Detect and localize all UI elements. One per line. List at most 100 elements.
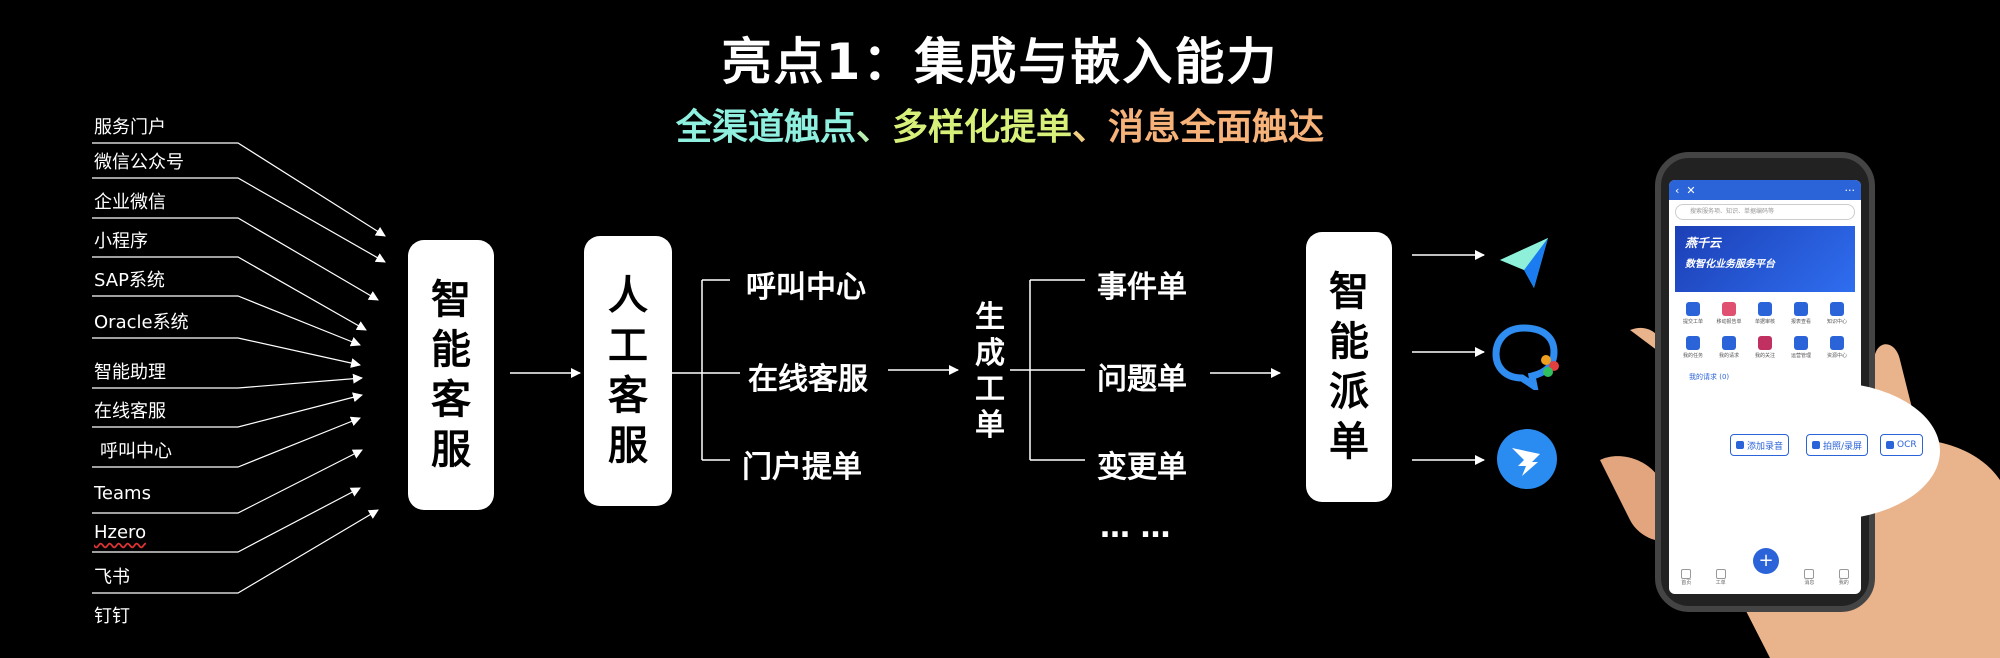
smart-dispatch-char: 能 [1329,319,1369,365]
add-recording-button[interactable]: 添加录音 [1730,434,1790,456]
user-icon [1838,569,1849,579]
app-label: 移动报告单 [1716,319,1742,325]
source-item: Hzero [94,522,147,543]
manual-service-box: 人 工 客 服 [584,236,672,506]
ocr-button[interactable]: OCR [1880,434,1923,456]
app-label: 报表查看 [1790,319,1811,325]
app-icon [1794,302,1808,316]
banner-title: 燕千云 [1685,236,1722,250]
paper-plane-icon [1500,238,1548,288]
source-item: 呼叫中心 [100,441,172,462]
bracket-tickets [1010,279,1085,461]
source-connector [92,217,379,301]
app-icon [1686,336,1700,350]
page-title: 亮点1：集成与嵌入能力 [721,33,1279,91]
source-item: 小程序 [94,231,148,252]
banner-subtitle: 数智化业务服务平台 [1685,259,1775,270]
app-item[interactable]: 单据审核 [1747,298,1783,332]
app-item[interactable]: 运营管理 [1783,332,1819,366]
app-item[interactable]: 资源中心 [1819,332,1855,366]
app-label: 我的请求 [1718,353,1739,359]
source-item: SAP系统 [94,270,165,291]
smart-service-char: 能 [431,327,471,373]
source-connector [92,142,386,237]
source-connector [92,487,361,553]
app-icon [1686,302,1700,316]
scan-icon [1886,441,1894,449]
source-connector [92,449,363,514]
mic-icon [1736,441,1744,449]
app-item[interactable]: 移动报告单 [1711,298,1747,332]
subtitle-part2: 多样化提单 [891,107,1072,148]
app-item[interactable]: 知识中心 [1819,298,1855,332]
app-item[interactable]: 报表查看 [1783,298,1819,332]
source-connector [92,509,379,594]
back-icon[interactable]: ‹ ✕ [1675,183,1696,197]
source-item: 微信公众号 [94,152,184,173]
more-icon[interactable]: ··· [1844,183,1856,197]
nav-message[interactable]: 消息 [1804,569,1814,586]
app-icon [1830,336,1844,350]
page-subtitle: 全渠道触点、多样化提单、消息全面触达 [0,98,2000,150]
phone-mockup: ‹ ✕ ··· 搜索服务项、知识、单据编码等 燕千云 数智化业务服务平台 提交工… [1655,152,1875,612]
nav-home[interactable]: 首页 [1681,569,1691,586]
manual-service-char: 客 [608,373,648,419]
app-label: 我的关注 [1754,353,1775,359]
app-icon [1758,302,1772,316]
manual-service-char: 人 [608,273,648,319]
source-connector [92,177,386,263]
bottom-nav: 首页 工单 消息 我的 [1669,556,1861,586]
source-item: 钉钉 [94,606,130,627]
source-item: 服务门户 [94,117,166,138]
phone-search-input[interactable]: 搜索服务项、知识、单据编码等 [1675,204,1855,220]
smart-dispatch-char: 单 [1329,419,1369,465]
phone-banner: 燕千云 数智化业务服务平台 [1675,226,1855,292]
manual-service-char: 工 [608,323,648,369]
add-button[interactable]: + [1753,548,1779,574]
ticket-more: … … [1100,510,1171,545]
camera-icon [1812,441,1820,449]
nav-ticket[interactable]: 工单 [1715,569,1726,586]
app-grid: 提交工单 移动报告单 单据审核 报表查看 知识中心 我的任务 我的请求 我的关注… [1669,298,1861,366]
generate-ticket-char: 成 [975,336,1005,371]
source-connector [92,392,363,428]
smart-service-char: 客 [431,377,471,423]
phone-screen: ‹ ✕ ··· 搜索服务项、知识、单据编码等 燕千云 数智化业务服务平台 提交工… [1669,180,1861,594]
generate-ticket-label: 生 成 工 单 [975,300,1005,444]
generate-ticket-char: 单 [975,408,1005,443]
channel-portal-ticket: 门户提单 [742,450,862,485]
source-item: Teams [94,483,151,504]
source-connector [92,256,367,331]
generate-ticket-char: 工 [975,372,1005,407]
source-item: 在线客服 [94,401,166,422]
smart-service-box: 智 能 客 服 [408,240,494,510]
app-item[interactable]: 我的请求 [1711,332,1747,366]
app-item[interactable]: 我的任务 [1675,332,1711,366]
photo-record-button[interactable]: 拍照/录屏 [1806,434,1869,456]
app-label: 单据审核 [1754,319,1775,325]
source-item: 智能助理 [94,362,166,383]
app-item[interactable]: 我的关注 [1747,332,1783,366]
app-item[interactable]: 提交工单 [1675,298,1711,332]
channel-online-service: 在线客服 [748,362,868,397]
smart-service-char: 智 [431,277,471,323]
chat-bubble-icon [1492,324,1559,390]
source-item: 企业微信 [94,192,166,213]
ocr-label: OCR [1897,440,1917,450]
generate-ticket-char: 生 [975,300,1005,335]
nav-me[interactable]: 我的 [1838,569,1849,586]
app-label: 资源中心 [1826,353,1847,359]
tab-my-requests[interactable]: 我的请求 (0) [1689,373,1730,381]
source-item: 飞书 [94,567,130,588]
smart-service-char: 服 [431,427,471,473]
app-icon [1830,302,1844,316]
ticket-problem: 问题单 [1097,362,1187,397]
source-connector [92,373,363,389]
smart-dispatch-char: 派 [1329,369,1369,415]
app-icon [1758,336,1772,350]
ticket-change: 变更单 [1097,450,1187,485]
app-icon [1722,302,1736,316]
subtitle-part1: 全渠道触点 [675,107,856,148]
subtitle-sep2: 、 [1072,107,1109,148]
